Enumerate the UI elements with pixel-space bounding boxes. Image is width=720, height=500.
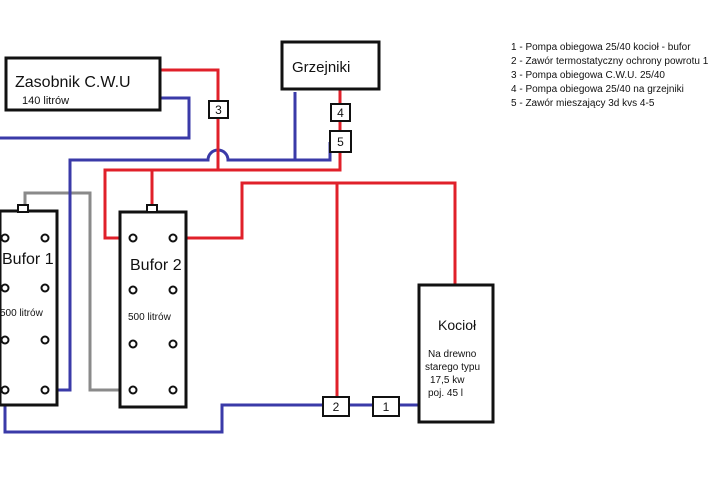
neutral-pipes [23, 191, 133, 392]
hot-pipes [103, 68, 457, 398]
device-4-number: 4 [337, 106, 344, 120]
device-3-box [208, 100, 229, 119]
device-1-number: 1 [383, 400, 390, 414]
device-5: 5 [329, 130, 352, 153]
connector [0, 233, 10, 243]
buffer2-port [146, 204, 158, 213]
connector [40, 233, 50, 243]
legend: 1 - Pompa obiegowa 25/40 kocioł - bufor … [511, 42, 709, 109]
legend-item: 3 - Pompa obiegowa C.W.U. 25/40 [511, 70, 665, 81]
boiler-body [417, 283, 495, 424]
red-pipe-buffer2-supply [173, 181, 457, 285]
connector [40, 283, 50, 293]
device-3: 3 [208, 100, 229, 119]
device-1: 1 [372, 396, 400, 417]
device-5-number: 5 [337, 135, 344, 149]
boiler: Kocioł Na drewno starego typu 17,5 kw po… [417, 283, 495, 424]
cold-pipes [0, 92, 492, 434]
connector [128, 233, 138, 243]
buffer1-capacity: 500 litrów [0, 308, 44, 319]
cwu-tank-title: Zasobnik C.W.U [15, 74, 131, 91]
blue-pipe-radiator-return [295, 142, 332, 162]
buffer1-title: Bufor 1 [2, 251, 54, 268]
connector [168, 385, 178, 395]
boiler-desc-line: poj. 45 l [428, 388, 463, 399]
radiators-title: Grzejniki [292, 59, 350, 76]
legend-item: 2 - Zawór termostatyczny ochrony powrotu… [511, 56, 709, 67]
connector [128, 385, 138, 395]
connector [128, 339, 138, 349]
connector [0, 335, 10, 345]
device-2-box [322, 396, 350, 417]
blue-pipe-cwu-return [0, 96, 191, 140]
legend-item: 1 - Pompa obiegowa 25/40 kocioł - bufor [511, 42, 691, 53]
buffer-1: Bufor 1 500 litrów [0, 204, 59, 407]
connector [128, 285, 138, 295]
red-pipe-mixer-out [150, 152, 342, 206]
radiators-unit: Grzejniki [280, 40, 381, 91]
boiler-desc-line: starego typu [425, 362, 480, 373]
blue-pipe-bottom-return [3, 390, 323, 434]
device-5-box [329, 130, 352, 153]
boiler-desc-line: 17,5 kw [430, 375, 465, 386]
gray-pipe-buffer1-top [23, 191, 133, 392]
buffer-2: Bufor 2 500 litrów [118, 204, 188, 409]
connector [40, 385, 50, 395]
device-4-box [330, 103, 351, 122]
connector [168, 285, 178, 295]
connector [0, 385, 10, 395]
boiler-title: Kocioł [438, 317, 477, 333]
device-2: 2 [322, 396, 350, 417]
connector [168, 339, 178, 349]
device-3-number: 3 [215, 103, 222, 117]
device-2-number: 2 [333, 400, 340, 414]
device-1-box [372, 396, 400, 417]
red-pipe-pump3-down [103, 118, 220, 240]
radiators-box [280, 40, 381, 91]
cwu-tank-capacity: 140 litrów [22, 95, 69, 107]
cwu-tank-body [4, 56, 162, 112]
legend-item: 4 - Pompa obiegowa 25/40 na grzejniki [511, 84, 684, 95]
buffer2-capacity: 500 litrów [128, 312, 172, 323]
connector [168, 233, 178, 243]
buffer1-port [17, 204, 29, 213]
buffer2-connectors [128, 233, 178, 395]
boiler-desc-line: Na drewno [428, 349, 477, 360]
red-pipe-cwu-supply [160, 68, 220, 101]
device-4: 4 [330, 103, 351, 122]
connector [0, 283, 10, 293]
buffer2-title: Bufor 2 [130, 257, 182, 274]
connector [40, 335, 50, 345]
legend-item: 5 - Zawór mieszający 3d kvs 4-5 [511, 98, 655, 109]
buffer1-connectors [0, 233, 50, 395]
cwu-tank: Zasobnik C.W.U 140 litrów [4, 56, 162, 112]
